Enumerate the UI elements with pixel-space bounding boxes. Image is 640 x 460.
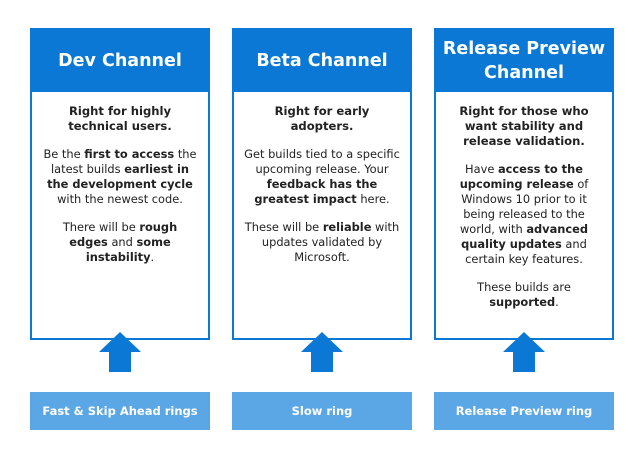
release-preview-ring-label: Release Preview ring [434,392,614,430]
dev-p2-text-3: . [150,250,155,264]
release-preview-channel-card: Release Preview Channel Right for those … [434,28,614,340]
dev-p1-text-3: with the newest code. [57,192,183,206]
beta-p1-text-1: Get builds tied to a specific upcoming r… [244,147,400,176]
dev-p2-text-2: and [107,235,137,249]
dev-channel-body: Right for highly technical users. Be the… [32,92,208,265]
rp-p1-text-2: of Windows 10 prior to it being released… [459,177,589,236]
release-preview-channel-lead: Right for those who want stability and r… [459,104,589,148]
beta-channel-title: Beta Channel [234,30,410,92]
dev-channel-lead: Right for highly technical users. [68,104,172,133]
release-preview-paragraph-1: Have access to the upcoming release of W… [446,162,602,267]
arrow-up-icon [30,332,210,376]
dev-channel-box: Dev Channel Right for highly technical u… [30,28,210,340]
dev-p2-bold-1: rough edges [69,220,178,249]
beta-channel-lead: Right for early adopters. [274,104,370,133]
dev-p1-text-2: the latest builds [51,147,197,176]
rp-p1-text-1: Have [465,162,498,176]
rp-p1-bold-1: access to the upcoming release [459,162,583,191]
dev-channel-card: Dev Channel Right for highly technical u… [30,28,210,340]
beta-p1-bold-1: feedback has the greatest impact [254,177,378,206]
rp-p2-text-2: . [555,295,559,309]
beta-p2-bold-1: reliable [322,220,372,234]
dev-channel-title: Dev Channel [32,30,208,92]
release-preview-channel-body: Right for those who want stability and r… [436,92,612,310]
slow-ring-label: Slow ring [232,392,412,430]
dev-p1-bold-2: earliest in the development cycle [47,162,193,191]
beta-channel-body: Right for early adopters. Get builds tie… [234,92,410,265]
rp-p1-text-3: and certain key features. [465,237,587,266]
beta-channel-paragraph-2: These will be reliable with updates vali… [244,220,400,265]
release-preview-channel-title: Release Preview Channel [436,30,612,92]
dev-p2-bold-2: some instability [85,235,171,264]
beta-p2-text-1: These will be [244,220,323,234]
dev-channel-paragraph-2: There will be rough edges and some insta… [42,220,198,265]
dev-p1-bold-1: first to access [84,147,175,161]
release-preview-paragraph-2: These builds are supported. [446,280,602,310]
rp-p2-text-1: These builds are [477,280,571,294]
arrow-up-icon [434,332,614,376]
dev-channel-paragraph-1: Be the first to access the latest builds… [42,147,198,207]
rp-p2-bold-1: supported [489,295,556,309]
rp-p1-bold-2: advanced quality updates [461,222,589,251]
beta-channel-box: Beta Channel Right for early adopters. G… [232,28,412,340]
dev-p2-text-1: There will be [62,220,140,234]
beta-channel-paragraph-1: Get builds tied to a specific upcoming r… [244,147,400,207]
beta-p2-text-2: with updates validated by Microsoft. [261,220,400,264]
dev-p1-text-1: Be the [43,147,85,161]
arrow-up-icon [232,332,412,376]
beta-p1-text-2: here. [356,192,390,206]
release-preview-channel-box: Release Preview Channel Right for those … [434,28,614,340]
fast-skip-ahead-ring-label: Fast & Skip Ahead rings [30,392,210,430]
beta-channel-card: Beta Channel Right for early adopters. G… [232,28,412,340]
